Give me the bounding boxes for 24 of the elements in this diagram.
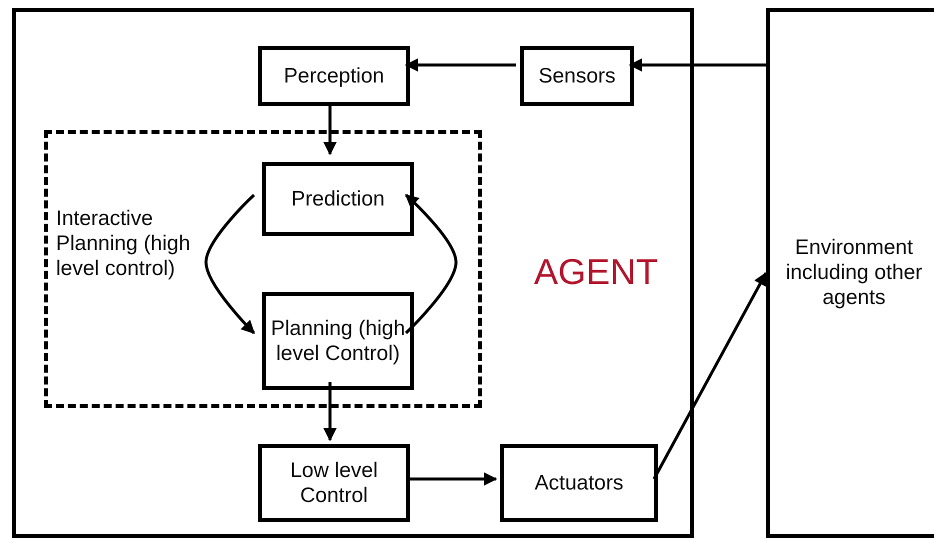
- arrow: [628, 58, 766, 72]
- agent-label: AGENT: [532, 250, 659, 294]
- environment-box: [766, 8, 934, 538]
- node-label: Environment including other agents: [784, 235, 924, 311]
- node-label: Sensors: [537, 63, 617, 89]
- node-label: Perception: [282, 63, 386, 89]
- process-box: [262, 162, 414, 236]
- arrow: [404, 194, 458, 334]
- node-label: Prediction: [290, 186, 386, 212]
- process-box: [258, 444, 410, 522]
- process-box: [520, 46, 634, 106]
- arrow: [404, 58, 516, 72]
- node-label: Actuators: [534, 470, 624, 496]
- arrow: [323, 382, 337, 442]
- node-label: Interactive Planning (high level control): [56, 206, 192, 282]
- agent-panel: [12, 8, 694, 538]
- arrow: [652, 272, 768, 480]
- arrow: [204, 194, 256, 334]
- process-box: [500, 444, 658, 522]
- node-label: Low level Control: [289, 458, 379, 508]
- process-box: [262, 292, 414, 390]
- node-label: Planning (high level Control): [270, 316, 406, 366]
- dashed-group-box: [44, 130, 482, 408]
- process-box: [258, 46, 410, 106]
